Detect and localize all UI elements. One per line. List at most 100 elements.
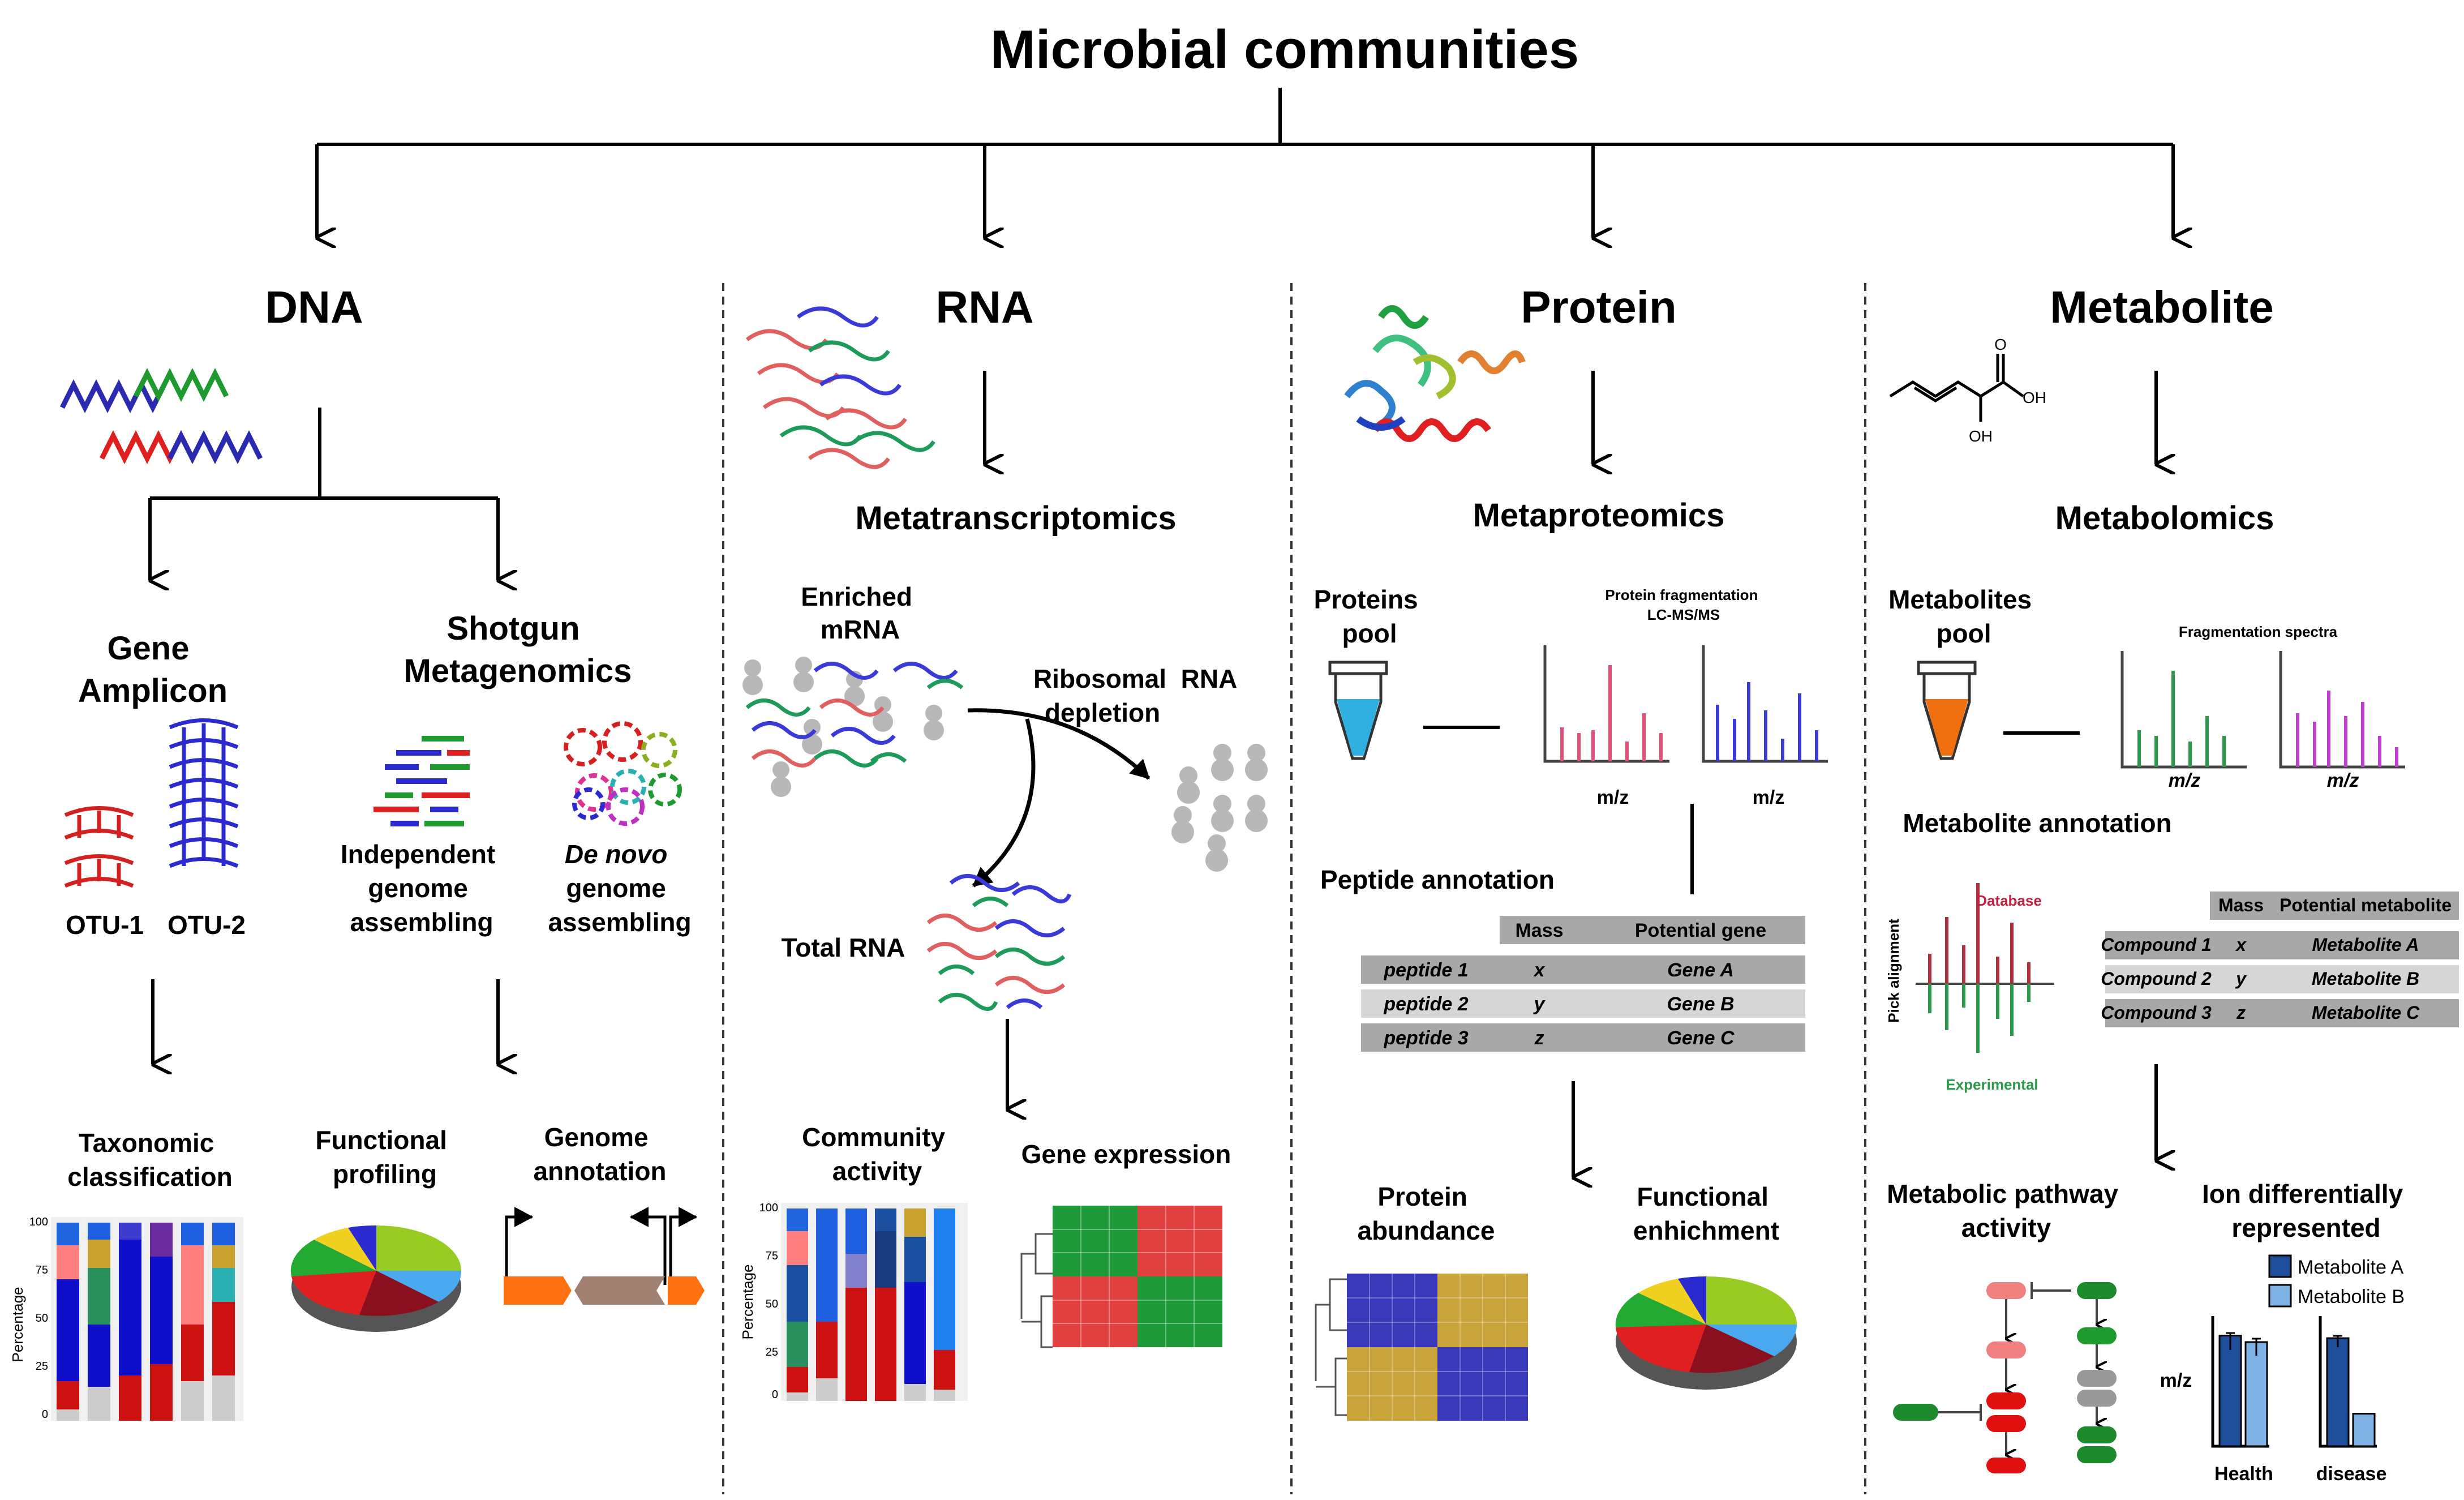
metabolite-row-3-metabolite: Metabolite C xyxy=(2312,1002,2420,1023)
column-dividers xyxy=(722,283,1866,1494)
total-rna-icon xyxy=(926,874,1072,1011)
pick-alignment-label: Pick alignment xyxy=(1885,919,1902,1023)
enriched-mrna-label: Enriched mRNA xyxy=(801,582,920,644)
diagram-title: Microbial communities xyxy=(990,19,1579,80)
genome-annotation-icon xyxy=(504,1207,705,1305)
protein-mz-label-2: m/z xyxy=(1753,787,1785,808)
metabolite-column: Metabolite O OH OH Metabolomics Metaboli… xyxy=(1885,282,2459,1485)
peptide-row-1-name: peptide 1 xyxy=(1383,959,1468,981)
community-stacked-bars: Percentage 100 75 50 25 0 xyxy=(739,1202,968,1401)
metabolite-row-1-metabolite: Metabolite A xyxy=(2312,935,2419,955)
rna-y-tick-100: 100 xyxy=(759,1202,778,1214)
metabolite-mz-label-1: m/z xyxy=(2169,770,2201,791)
peptide-row-1-gene: Gene A xyxy=(1667,959,1734,981)
peptide-row-2-gene: Gene B xyxy=(1667,993,1734,1015)
metabolite-row-3-mass: z xyxy=(2236,1002,2246,1023)
molecule-oh-label-1: OH xyxy=(2023,389,2046,406)
dna-y-tick-100: 100 xyxy=(29,1216,48,1228)
peptide-row-2-name: peptide 2 xyxy=(1383,993,1468,1015)
genome-annotation-label: Genome annotation xyxy=(533,1122,666,1186)
fragmentation-spectra-label: Fragmentation spectra xyxy=(2179,623,2338,640)
metatranscriptomics-label: Metatranscriptomics xyxy=(855,500,1176,537)
protein-header: Protein xyxy=(1521,282,1677,332)
metabolite-row-3-name: Compound 3 xyxy=(2101,1002,2212,1023)
peptide-row-3-mass: z xyxy=(1534,1027,1544,1049)
otu2-icon xyxy=(169,718,239,868)
bar-chart-y-label: m/z xyxy=(2160,1370,2192,1391)
dna-y-tick-0: 0 xyxy=(42,1408,48,1421)
peptide-annotation-label: Peptide annotation xyxy=(1320,865,1555,894)
protein-abundance-heatmap xyxy=(1315,1274,1528,1421)
metabolite-spectrum-purple xyxy=(2279,651,2405,769)
bar-health-metabolite-a xyxy=(2218,1335,2242,1447)
otu2-label: OTU-2 xyxy=(168,910,246,940)
peptide-row-3-gene: Gene C xyxy=(1667,1027,1734,1049)
protein-spectrum-blue xyxy=(1702,645,1828,763)
dna-y-tick-50: 50 xyxy=(36,1312,48,1325)
total-rna-label: Total RNA xyxy=(782,933,905,962)
molecule-structure-icon xyxy=(1889,354,2024,422)
gene-amplicon-label: Gene Amplicon xyxy=(78,630,227,709)
peptide-table: Mass Potential gene peptide 1 x Gene A p… xyxy=(1361,916,1805,1052)
taxonomic-stacked-bars: Percentage 100 75 50 25 0 xyxy=(9,1216,243,1421)
functional-enrichment-label: Functional enhichment xyxy=(1633,1182,1779,1245)
metabolite-row-2-name: Compound 2 xyxy=(2101,968,2212,989)
metabolic-pathway-label: Metabolic pathway activity xyxy=(1887,1179,2126,1242)
top-tree-connectors xyxy=(315,88,2173,238)
legend-metabolite-a: Metabolite A xyxy=(2298,1257,2403,1278)
rna-header: RNA xyxy=(935,282,1033,332)
metaproteomics-label: Metaproteomics xyxy=(1473,497,1725,534)
metabolite-row-1-mass: x xyxy=(2235,935,2247,955)
peptide-table-header-gene: Potential gene xyxy=(1635,920,1766,941)
metabolite-table: Mass Potential metabolite Compound 1 x M… xyxy=(2101,892,2459,1027)
metabolite-row-1-name: Compound 1 xyxy=(2101,935,2212,955)
independent-assembling-label: Independent genome assembling xyxy=(341,839,503,937)
protein-tube-icon xyxy=(1328,661,1388,760)
mrna-mixture-icon xyxy=(742,657,964,797)
bar-disease-metabolite-b xyxy=(2352,1413,2376,1447)
database-label: Database xyxy=(1976,892,2042,909)
molecule-o-label: O xyxy=(1994,336,2007,353)
functional-profiling-label: Functional profiling xyxy=(315,1125,454,1189)
functional-profiling-pie xyxy=(290,1225,462,1332)
protein-structure-icon xyxy=(1344,305,1526,442)
metabolites-pool-label: Metabolites pool xyxy=(1888,585,2039,648)
metabolite-row-2-metabolite: Metabolite B xyxy=(2312,968,2419,989)
dna-lower-arrows xyxy=(151,979,498,1064)
experimental-label: Experimental xyxy=(1946,1076,2038,1093)
community-activity-label: Community activity xyxy=(802,1122,952,1186)
dna-y-tick-25: 25 xyxy=(36,1360,48,1373)
gene-expression-label: Gene expression xyxy=(1021,1139,1231,1169)
functional-enrichment-pie xyxy=(1615,1276,1797,1390)
dna-helix-icon xyxy=(59,367,263,465)
de-novo-contigs-icon xyxy=(564,721,682,826)
shotgun-metagenomics-label: Shotgun Metagenomics xyxy=(404,610,632,689)
metabolite-tube-icon xyxy=(1917,661,1977,760)
dna-header: DNA xyxy=(265,282,363,332)
protein-mz-label-1: m/z xyxy=(1597,787,1629,808)
rna-column: RNA Metatranscriptomics Enriched mRNA xyxy=(739,282,1268,1401)
dna-y-axis-label: Percentage xyxy=(9,1287,26,1362)
rna-y-tick-25: 25 xyxy=(766,1346,778,1358)
rna-strands-icon xyxy=(745,306,935,469)
peptide-table-header-mass: Mass xyxy=(1515,920,1563,941)
taxonomic-classification-label: Taxonomic classification xyxy=(67,1128,232,1192)
peptide-row-1-mass: x xyxy=(1533,959,1546,981)
rna-y-tick-0: 0 xyxy=(772,1388,778,1401)
molecule-oh-label-2: OH xyxy=(1969,427,1993,445)
bar-health-metabolite-b xyxy=(2244,1341,2268,1447)
proteins-pool-label: Proteins pool xyxy=(1314,585,1426,648)
metabolite-header: Metabolite xyxy=(2050,282,2274,332)
legend-metabolite-b: Metabolite B xyxy=(2298,1286,2405,1308)
group-health-label: Health xyxy=(2214,1463,2273,1485)
metabolite-table-header-mass: Mass xyxy=(2218,895,2264,915)
dna-column: DNA Gene Amplicon Shotgun Metagenomics xyxy=(9,282,705,1421)
protein-column: Protein Metaproteomics Proteins pool Pro… xyxy=(1314,282,1828,1421)
group-disease-label: disease xyxy=(2316,1463,2387,1485)
pick-alignment-icon: Pick alignment Database Experimental xyxy=(1885,883,2054,1093)
peptide-row-2-mass: y xyxy=(1533,993,1546,1015)
ribosomes-icon xyxy=(1171,744,1268,872)
metabolite-mz-label-2: m/z xyxy=(2327,770,2359,791)
rna-y-axis-label: Percentage xyxy=(739,1265,756,1340)
